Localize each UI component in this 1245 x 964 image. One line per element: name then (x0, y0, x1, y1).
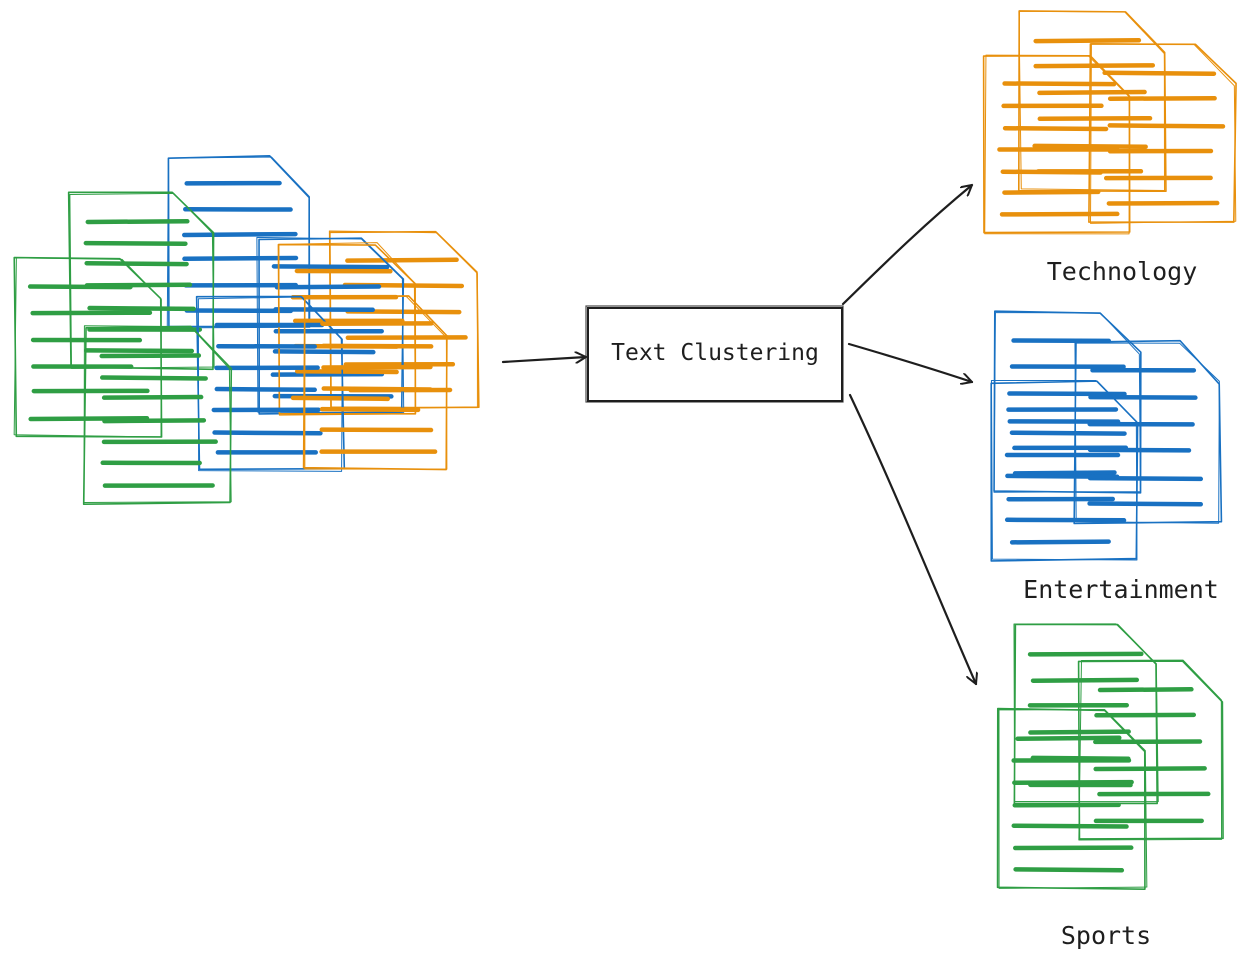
entertainment-cluster-documents (990, 310, 1223, 562)
document-icon (82, 325, 233, 505)
document-icon (990, 380, 1139, 562)
document-icon (993, 310, 1142, 494)
document-icon (67, 191, 215, 371)
document-icon (996, 707, 1148, 890)
arrow-to-sports (848, 393, 976, 684)
document-icon (1073, 339, 1223, 525)
unclustered-documents (13, 155, 480, 505)
document-icon (1077, 659, 1224, 841)
document-icon (1017, 10, 1167, 193)
document-icon (256, 236, 405, 415)
technology-label: Technology (1047, 257, 1198, 286)
sports-label: Sports (1061, 921, 1151, 950)
technology-cluster-documents (982, 10, 1237, 235)
document-icon (302, 295, 448, 471)
sports-cluster-documents (996, 623, 1224, 890)
arrow-to-entertainment (847, 342, 972, 382)
process-label: Text Clustering (611, 340, 819, 366)
document-icon (982, 54, 1131, 235)
document-icon (1088, 43, 1237, 224)
entertainment-label: Entertainment (1023, 575, 1219, 604)
arrow-to-technology (841, 185, 972, 306)
text-clustering-box: Text Clustering (585, 305, 844, 403)
input-arrow (501, 357, 586, 362)
document-icon (166, 155, 311, 329)
